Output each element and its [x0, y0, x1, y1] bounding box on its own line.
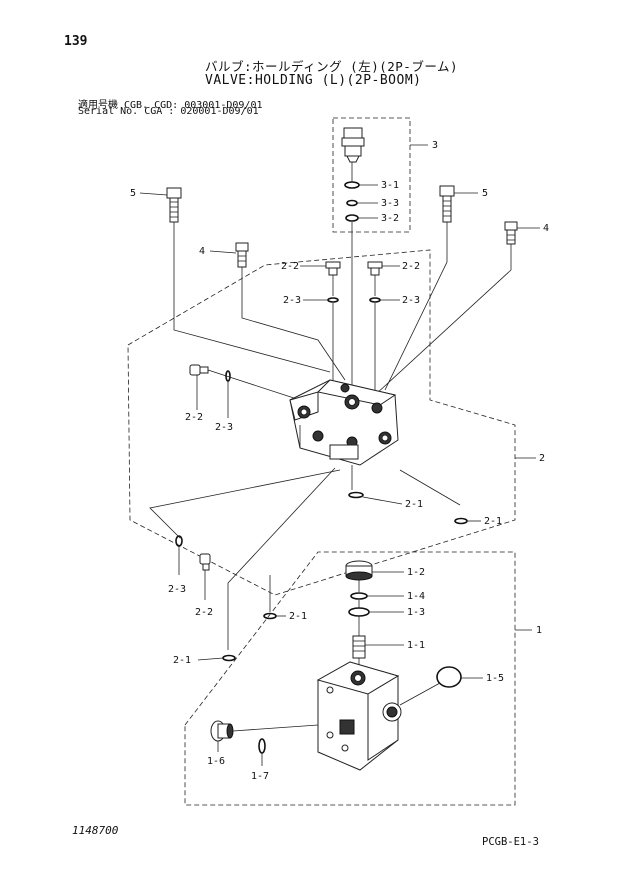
callout-2: 2 [539, 453, 545, 464]
group-box-3 [332, 117, 411, 233]
callout-2-2-top-left: 2-2 [281, 261, 299, 272]
callout-2-3-lower: 2-3 [168, 584, 186, 595]
callout-2-1-lower-mid: 2-1 [289, 611, 307, 622]
callout-2-2-lower: 2-2 [195, 607, 213, 618]
part-2-3-oring-top-right [369, 297, 381, 303]
callout-4-left: 4 [199, 246, 205, 257]
part-2-1-oring-lower-left [222, 654, 236, 662]
part-2-1-oring-mid [348, 491, 364, 499]
callout-2-3-side-left: 2-3 [215, 422, 233, 433]
callout-1-4: 1-4 [407, 591, 425, 602]
serial-applicability-line-1: 適用号機 CGB. CGD: 003001-D09/01 [78, 100, 263, 111]
title-japanese: バルブ:ホールディング (左)(2P-ブーム) [205, 59, 458, 74]
part-5-bolt-left [166, 187, 182, 223]
callout-2-3-top-right: 2-3 [402, 295, 420, 306]
group-box-1 [184, 551, 516, 806]
part-3-3-oring [346, 199, 358, 207]
callout-2-3-top-left: 2-3 [283, 295, 301, 306]
callout-2-2-side-left: 2-2 [185, 412, 203, 423]
callout-1: 1 [536, 625, 542, 636]
callout-3-1: 3-1 [381, 180, 399, 191]
serial-applicability-line-2: Serial No. CGA : 020001-D09/01 [78, 106, 259, 117]
callout-3-3: 3-3 [381, 198, 399, 209]
part-2-1-oring-lower-mid [263, 612, 277, 620]
part-1-4-ring [350, 592, 368, 600]
callout-1-1: 1-1 [407, 640, 425, 651]
part-2-2-plug-top-left [325, 261, 341, 276]
callout-2-2-top-right: 2-2 [402, 261, 420, 272]
callout-5-right: 5 [482, 188, 488, 199]
callout-3: 3 [432, 140, 438, 151]
callout-3-2: 3-2 [381, 213, 399, 224]
part-1-1-spring [352, 635, 366, 659]
part-5-bolt-right [439, 185, 455, 223]
callout-2-1-lower-left: 2-1 [173, 655, 191, 666]
callout-5-left: 5 [130, 188, 136, 199]
part-3-2-oring [345, 214, 359, 222]
callout-1-2: 1-2 [407, 567, 425, 578]
part-1-valve-housing [316, 661, 402, 771]
part-3-1-oring [344, 181, 360, 189]
callout-1-6: 1-6 [207, 756, 225, 767]
part-1-2-plug [345, 560, 373, 581]
callout-1-7: 1-7 [251, 771, 269, 782]
callout-1-3: 1-3 [407, 607, 425, 618]
part-4-bolt-right [504, 221, 518, 245]
group-box-2 [127, 249, 516, 596]
part-1-7-oring [258, 738, 266, 754]
callout-2-1-right: 2-1 [484, 516, 502, 527]
callout-2-1-mid: 2-1 [405, 499, 423, 510]
drawing-number: 1148700 [72, 824, 119, 837]
part-2-valve-body [289, 379, 399, 466]
part-2-1-oring-right [454, 517, 468, 525]
part-3-cartridge [341, 127, 365, 163]
page-code: PCGB-E1-3 [482, 836, 539, 848]
part-1-6-plug [210, 720, 234, 742]
part-2-3-oring-top-left [327, 297, 339, 303]
callout-1-5: 1-5 [486, 673, 504, 684]
title-english: VALVE:HOLDING (L)(2P-BOOM) [205, 73, 422, 88]
page-number: 139 [64, 34, 88, 49]
part-1-3-oring [348, 607, 370, 617]
callout-4-right: 4 [543, 223, 549, 234]
part-1-5-oring [436, 666, 462, 688]
part-2-2-plug-lower [199, 553, 211, 571]
part-4-bolt-left [235, 242, 249, 268]
part-2-2-plug-side-left [189, 364, 209, 376]
part-2-2-plug-top-right [367, 261, 383, 276]
